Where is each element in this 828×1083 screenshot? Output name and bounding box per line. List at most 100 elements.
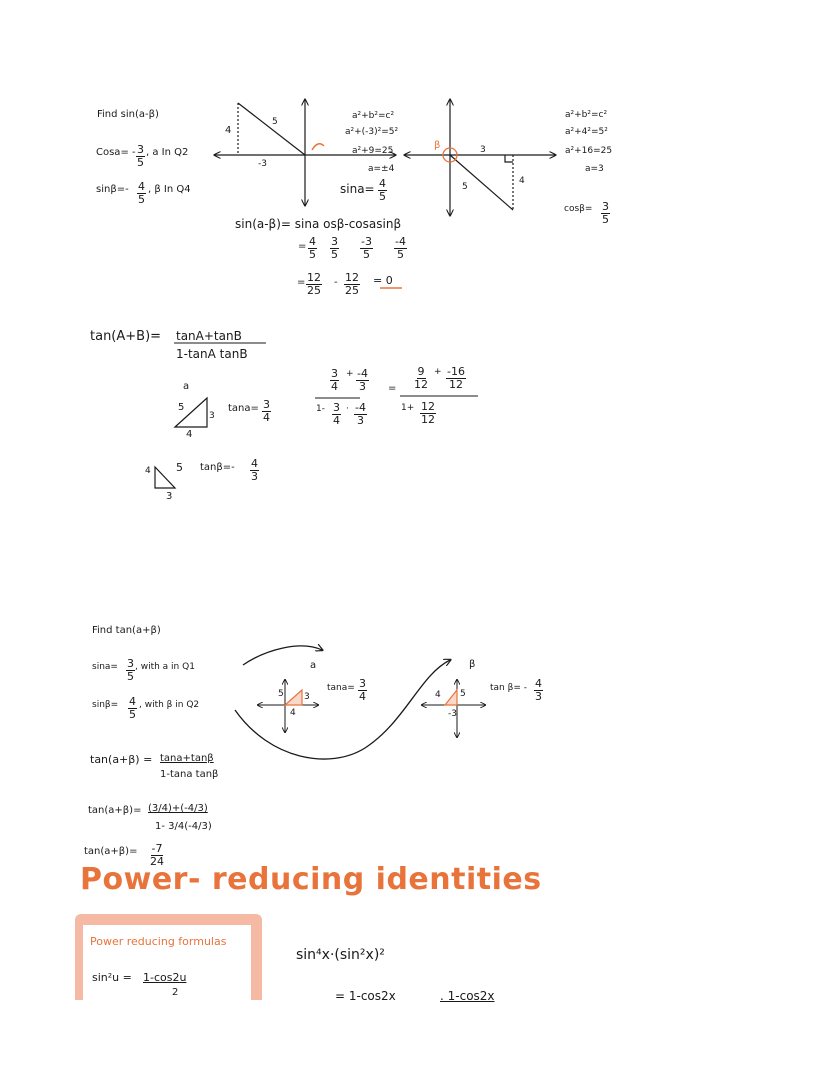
formula-box-den: 2 xyxy=(172,987,179,998)
calc-left-d2: 3 xyxy=(358,379,366,393)
pyth1-line3: a²+9=25 xyxy=(352,146,394,156)
problem1-title: Find sin(a-β) xyxy=(97,109,159,120)
angle-arc-a xyxy=(311,143,325,151)
p3-tan-b-label: tan β= - xyxy=(490,683,528,693)
p3-line1-prefix: sina= xyxy=(92,662,118,672)
p3-formula-num: tana+tanβ xyxy=(160,753,214,764)
small-tri-a-opp: 3 xyxy=(304,692,310,702)
calc-left-n1: 3 xyxy=(330,367,339,381)
tri1-side-vertical: 4 xyxy=(225,125,232,136)
p3-tan-b-num: 4 xyxy=(534,677,543,691)
pyth2-line4: a=3 xyxy=(585,164,604,174)
p3-line1-suffix: , with a in Q1 xyxy=(135,662,195,672)
angle-circle-b xyxy=(442,147,458,163)
p3-line2-den: 5 xyxy=(129,707,136,721)
sin-a-fraction: 4 5 xyxy=(378,178,387,202)
given-cos-num: 3 xyxy=(136,143,145,157)
small-axes-a xyxy=(258,680,318,732)
cos-b-fraction: 3 5 xyxy=(601,201,610,225)
pyth1-line4: a=±4 xyxy=(368,164,395,174)
calc-left-n2: -4 xyxy=(356,367,369,381)
step1-frac1-num: 4 xyxy=(308,235,317,249)
step2-b-den: 25 xyxy=(345,283,359,297)
pyth2-line2: a²+4²=5² xyxy=(565,127,608,137)
p3-sub-den: 1- 3/4(-4/3) xyxy=(155,821,212,832)
step2-b-num: 12 xyxy=(344,271,360,285)
p3-line2-prefix: sinβ= xyxy=(92,700,119,710)
step1-frac3-num: -3 xyxy=(360,235,373,249)
calc-right-plus: + xyxy=(434,367,442,377)
axes-q2 xyxy=(215,100,395,205)
tan-b-label: tanβ=- xyxy=(200,462,235,473)
p3-formula-den: 1-tana tanβ xyxy=(160,769,219,780)
pyth1-line1: a²+b²=c² xyxy=(352,111,395,121)
calc-left-d1: 4 xyxy=(331,379,338,393)
step1-frac3-den: 5 xyxy=(362,247,370,261)
triangle-b xyxy=(154,465,177,489)
step1-equals: = xyxy=(298,241,307,252)
sin-a-num: 4 xyxy=(378,177,387,191)
work-line2-a: = 1-cos2x xyxy=(335,989,396,1003)
step1-frac2-den: 5 xyxy=(331,247,338,261)
step2-minus: - xyxy=(334,277,338,288)
calc-right-dn: 12 xyxy=(420,400,436,414)
sum-formula-num: tanA+tanB xyxy=(176,329,242,343)
cos-b-label: cosβ= xyxy=(564,204,593,214)
p3-tan-b-den: 3 xyxy=(535,689,542,703)
given-cos-quadrant: , a In Q2 xyxy=(146,147,189,158)
small-tri-a-adj: 4 xyxy=(290,708,296,718)
tri-a-adj: 4 xyxy=(186,429,193,440)
cos-b-num: 3 xyxy=(601,200,610,214)
calc-left-dn2: -4 xyxy=(354,401,367,415)
tri1-side-hyp: 5 xyxy=(272,117,278,127)
p3-tan-a-den: 4 xyxy=(359,689,366,703)
p3-tan-a-num: 3 xyxy=(358,677,367,691)
calc-left-one-minus: 1- xyxy=(316,404,325,414)
pyth1-line2: a²+(-3)²=5² xyxy=(345,127,399,137)
calc-right-dd: 12 xyxy=(421,412,435,426)
triangle-a xyxy=(173,396,208,428)
tri-b-opp: 3 xyxy=(166,491,173,502)
given-sin-fraction: 4 5 xyxy=(137,181,146,205)
small-tri-b-adj: 4 xyxy=(435,690,441,700)
calc-left-dn1: 3 xyxy=(332,401,341,415)
formula-box-title: Power reducing formulas xyxy=(90,935,227,948)
alpha-label: a xyxy=(183,381,190,392)
p3-line1-num: 3 xyxy=(126,657,135,671)
small-triangle-b xyxy=(443,688,458,706)
calc-equals: = xyxy=(388,383,397,394)
p3-answer-den: 24 xyxy=(150,854,164,868)
formula-box xyxy=(83,925,251,1000)
given-sin-label: sinβ=- xyxy=(96,184,129,195)
calc-right-n1: 9 xyxy=(416,365,426,379)
curved-arrow-to-a xyxy=(242,646,322,666)
calc-right-one-plus: 1+ xyxy=(401,403,415,413)
given-sin-num: 4 xyxy=(137,180,146,194)
step1-frac1-den: 5 xyxy=(309,247,316,261)
p3-beta-label: β xyxy=(469,659,476,670)
step1-frac4-den: 5 xyxy=(396,247,404,261)
small-tri-a-hyp: 5 xyxy=(278,689,284,699)
calc-right-n2: -16 xyxy=(446,365,466,379)
small-tri-b-opp: -3 xyxy=(448,709,457,719)
step1-frac2-num: 3 xyxy=(330,235,339,249)
angle-label-b: β xyxy=(434,140,441,151)
tri2-side-vertical: 4 xyxy=(519,176,525,186)
pyth2-line1: a²+b²=c² xyxy=(565,110,608,120)
